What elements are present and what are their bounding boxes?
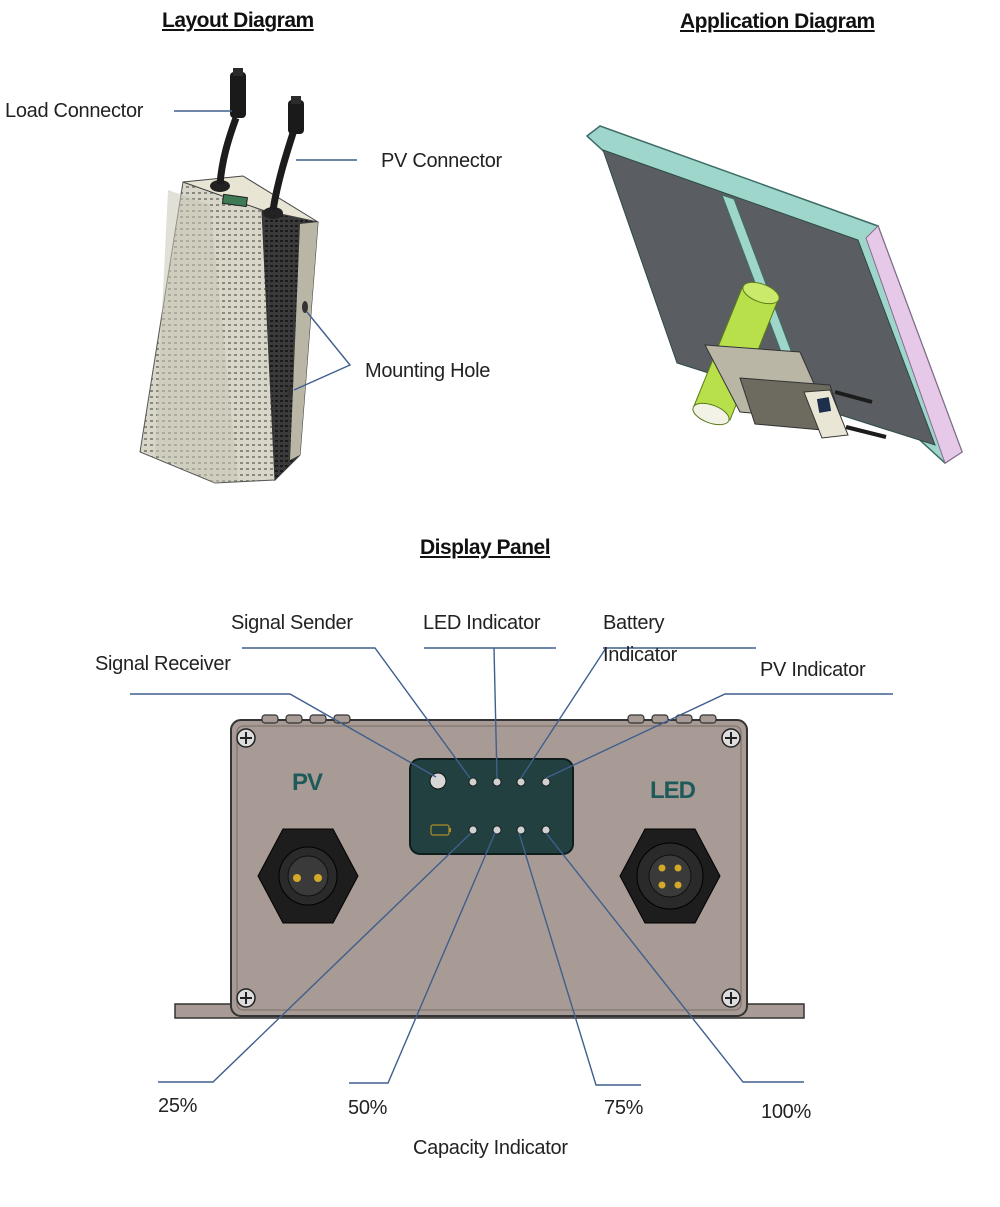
pv-indicator-label: PV Indicator	[760, 659, 866, 681]
capacity-50-label: 50%	[348, 1097, 388, 1119]
pv-connector-label: PV Connector	[381, 150, 502, 172]
capacity-25-label: 25%	[158, 1095, 198, 1117]
display-panel-title: Display Panel	[420, 536, 551, 559]
battery-indicator-label-line1: Battery	[603, 612, 665, 634]
mounting-hole-label: Mounting Hole	[365, 360, 491, 382]
capacity-75-label: 75%	[604, 1097, 644, 1119]
layout-diagram-title: Layout Diagram	[162, 9, 314, 32]
pv-port-mark: PV	[292, 769, 323, 796]
capacity-indicator-caption: Capacity Indicator	[413, 1137, 568, 1159]
screw-icon	[236, 728, 741, 1008]
application-diagram-title: Application Diagram	[680, 10, 875, 33]
capacity-100-label: 100%	[761, 1101, 811, 1123]
load-connector-label: Load Connector	[5, 100, 144, 122]
signal-sender-label: Signal Sender	[231, 612, 353, 634]
signal-receiver-label: Signal Receiver	[95, 653, 231, 675]
led-indicator-label: LED Indicator	[423, 612, 541, 634]
battery-indicator-label-line2: Indicator	[603, 644, 678, 666]
led-port-mark: LED	[650, 777, 696, 804]
